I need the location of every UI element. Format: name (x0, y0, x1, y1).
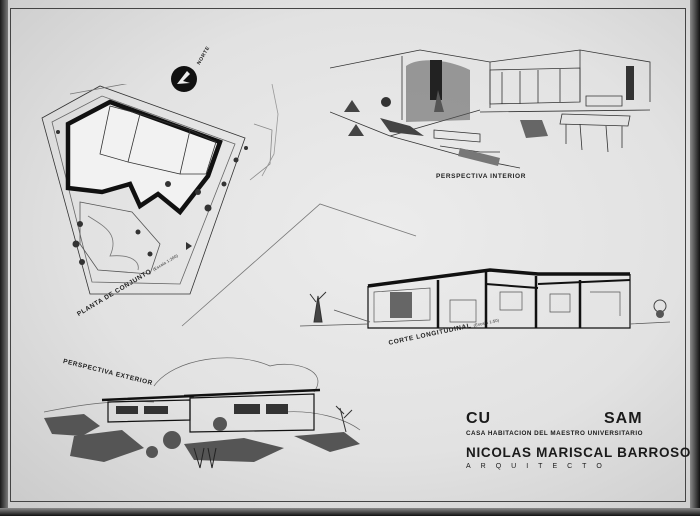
sheet-border (10, 8, 686, 502)
photo-edge-bottom (0, 508, 700, 516)
interior-label: PERSPECTIVA INTERIOR (436, 173, 527, 180)
photo-edge-right (690, 0, 700, 516)
architect-name: NICOLAS MARISCAL BARROSO (466, 445, 692, 460)
exterior-perspective-drawing (44, 357, 361, 469)
site-plan-drawing (41, 84, 279, 295)
north-arrow-icon (171, 66, 197, 92)
layout-guide-lines (181, 203, 417, 327)
interior-perspective-drawing (330, 49, 651, 169)
project-subtitle: CASA HABITACION DEL MAESTRO UNIVERSITARI… (466, 430, 643, 437)
title-code-right: SAM (604, 410, 643, 427)
title-code-left: CU (466, 410, 492, 427)
longitudinal-section-drawing (300, 268, 671, 329)
architect-role: ARQUITECTO (466, 463, 612, 470)
photo-edge-left (0, 0, 8, 516)
